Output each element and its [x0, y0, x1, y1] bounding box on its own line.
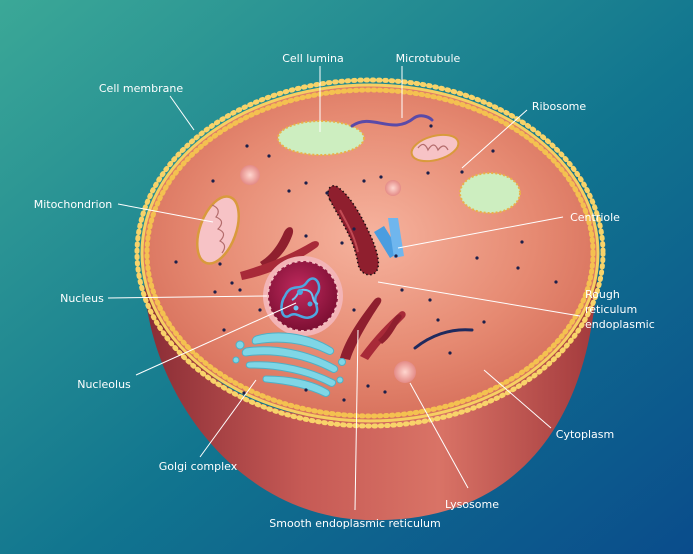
label-rough-er-2: reticulum — [585, 303, 637, 316]
lysosome-mid — [385, 180, 401, 196]
lysosome — [394, 361, 416, 383]
label-cell-membrane: Cell membrane — [99, 82, 183, 95]
label-lysosome: Lysosome — [445, 498, 499, 511]
label-rough-er-3: endoplasmic — [585, 318, 655, 331]
label-cytoplasm: Cytoplasm — [556, 428, 614, 441]
label-golgi-complex: Golgi complex — [159, 460, 238, 473]
label-nucleolus: Nucleolus — [77, 378, 131, 391]
label-rough-er-1: Rough — [585, 288, 620, 301]
label-mitochondrion: Mitochondrion — [34, 198, 113, 211]
lysosome-top — [240, 165, 260, 185]
label-microtubule: Microtubule — [396, 52, 461, 65]
vacuole-right — [460, 173, 520, 213]
label-centriole: Centriole — [570, 211, 620, 224]
label-smooth-er: Smooth endoplasmic reticulum — [269, 517, 440, 530]
label-ribosome: Ribosome — [532, 100, 587, 113]
label-cell-lumina: Cell lumina — [282, 52, 344, 65]
label-nucleus: Nucleus — [60, 292, 104, 305]
